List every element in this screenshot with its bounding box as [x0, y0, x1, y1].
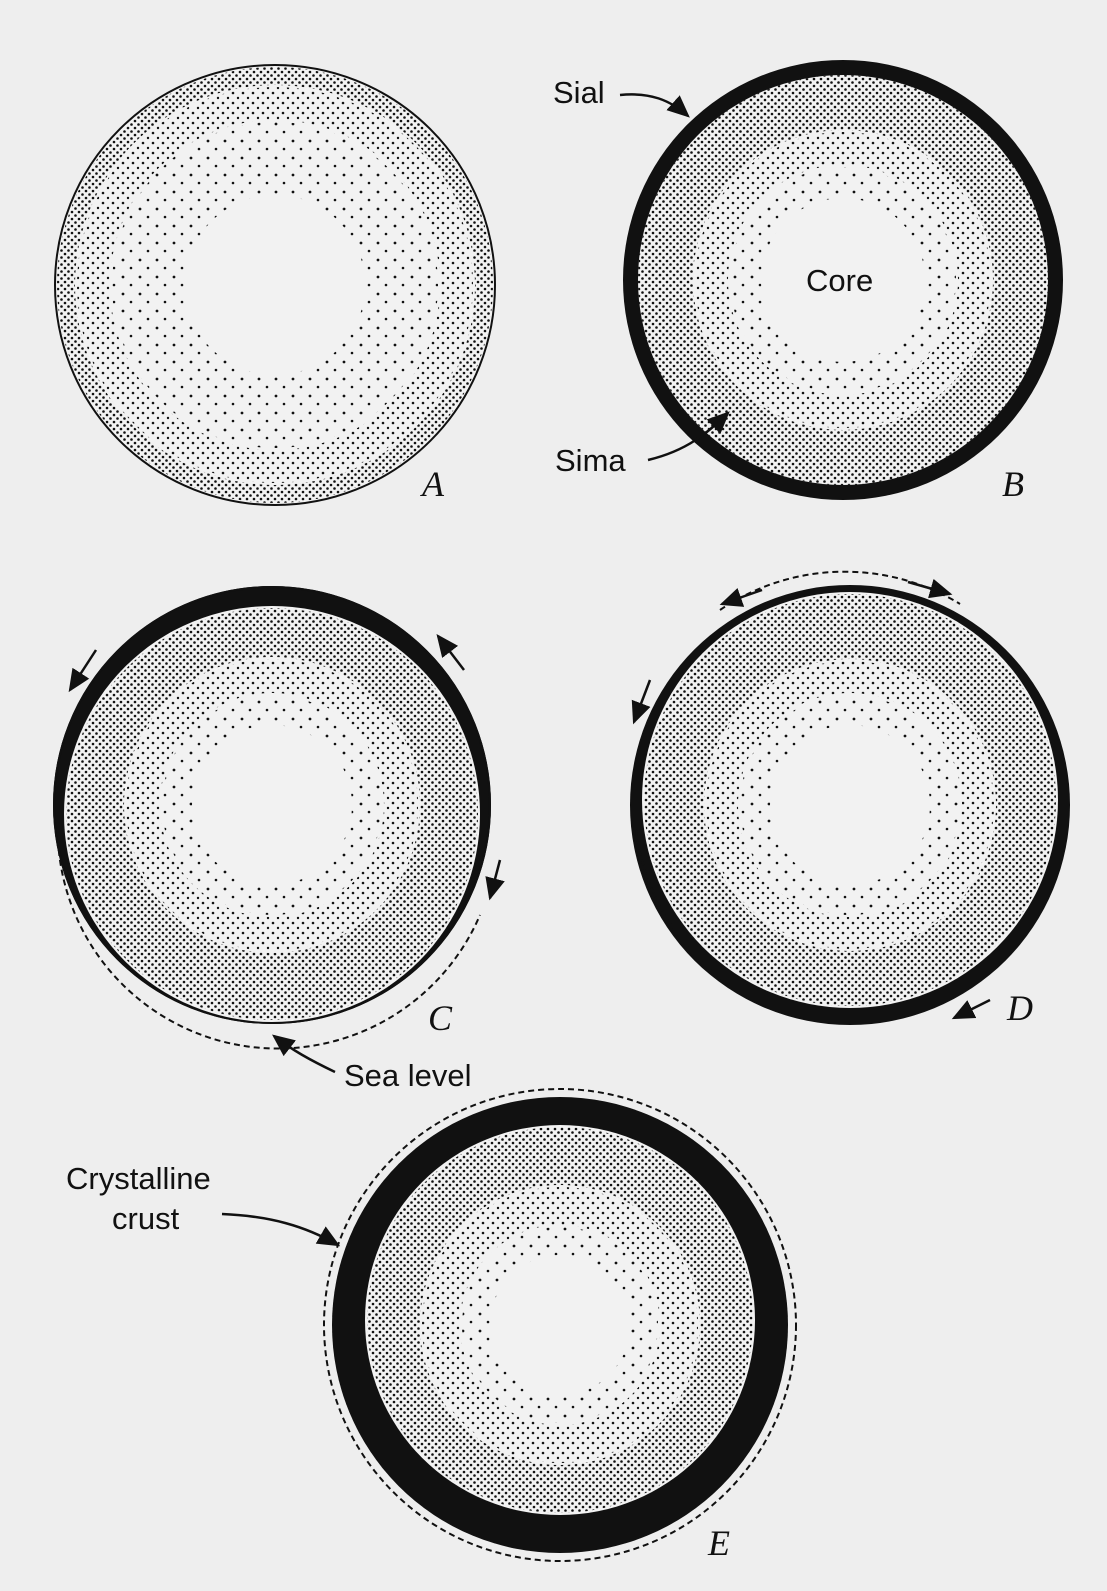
panel-a: A	[55, 65, 495, 505]
motion-arrow-d-top-left	[722, 590, 762, 604]
panel-letter-e: E	[707, 1523, 730, 1563]
panel-letter-b: B	[1002, 464, 1024, 504]
crust-arrow	[222, 1214, 338, 1245]
sial-label: Sial	[553, 75, 605, 110]
sial-arrow	[620, 94, 688, 116]
motion-arrow-c-top	[438, 636, 464, 670]
core-label: Core	[806, 263, 873, 298]
panel-b: Core Sial Sima B	[553, 60, 1063, 504]
sea-level-arrow	[274, 1036, 335, 1072]
motion-arrow-d-bottom	[954, 1000, 990, 1018]
motion-arrow-c-right	[490, 860, 500, 898]
panel-d: D	[630, 572, 1070, 1028]
sea-level-label: Sea level	[344, 1058, 472, 1093]
panel-letter-c: C	[428, 998, 453, 1038]
sima-label: Sima	[555, 443, 626, 478]
panel-e: Crystalline crust E	[66, 1089, 796, 1563]
panel-c: Sea level C	[54, 587, 500, 1093]
panel-letter-d: D	[1006, 988, 1033, 1028]
crystalline-label: Crystalline	[66, 1161, 211, 1196]
motion-arrow-d-left	[634, 680, 650, 722]
panel-letter-a: A	[420, 464, 445, 504]
crust-label: crust	[112, 1201, 180, 1236]
motion-arrow-d-top-right	[908, 582, 950, 594]
